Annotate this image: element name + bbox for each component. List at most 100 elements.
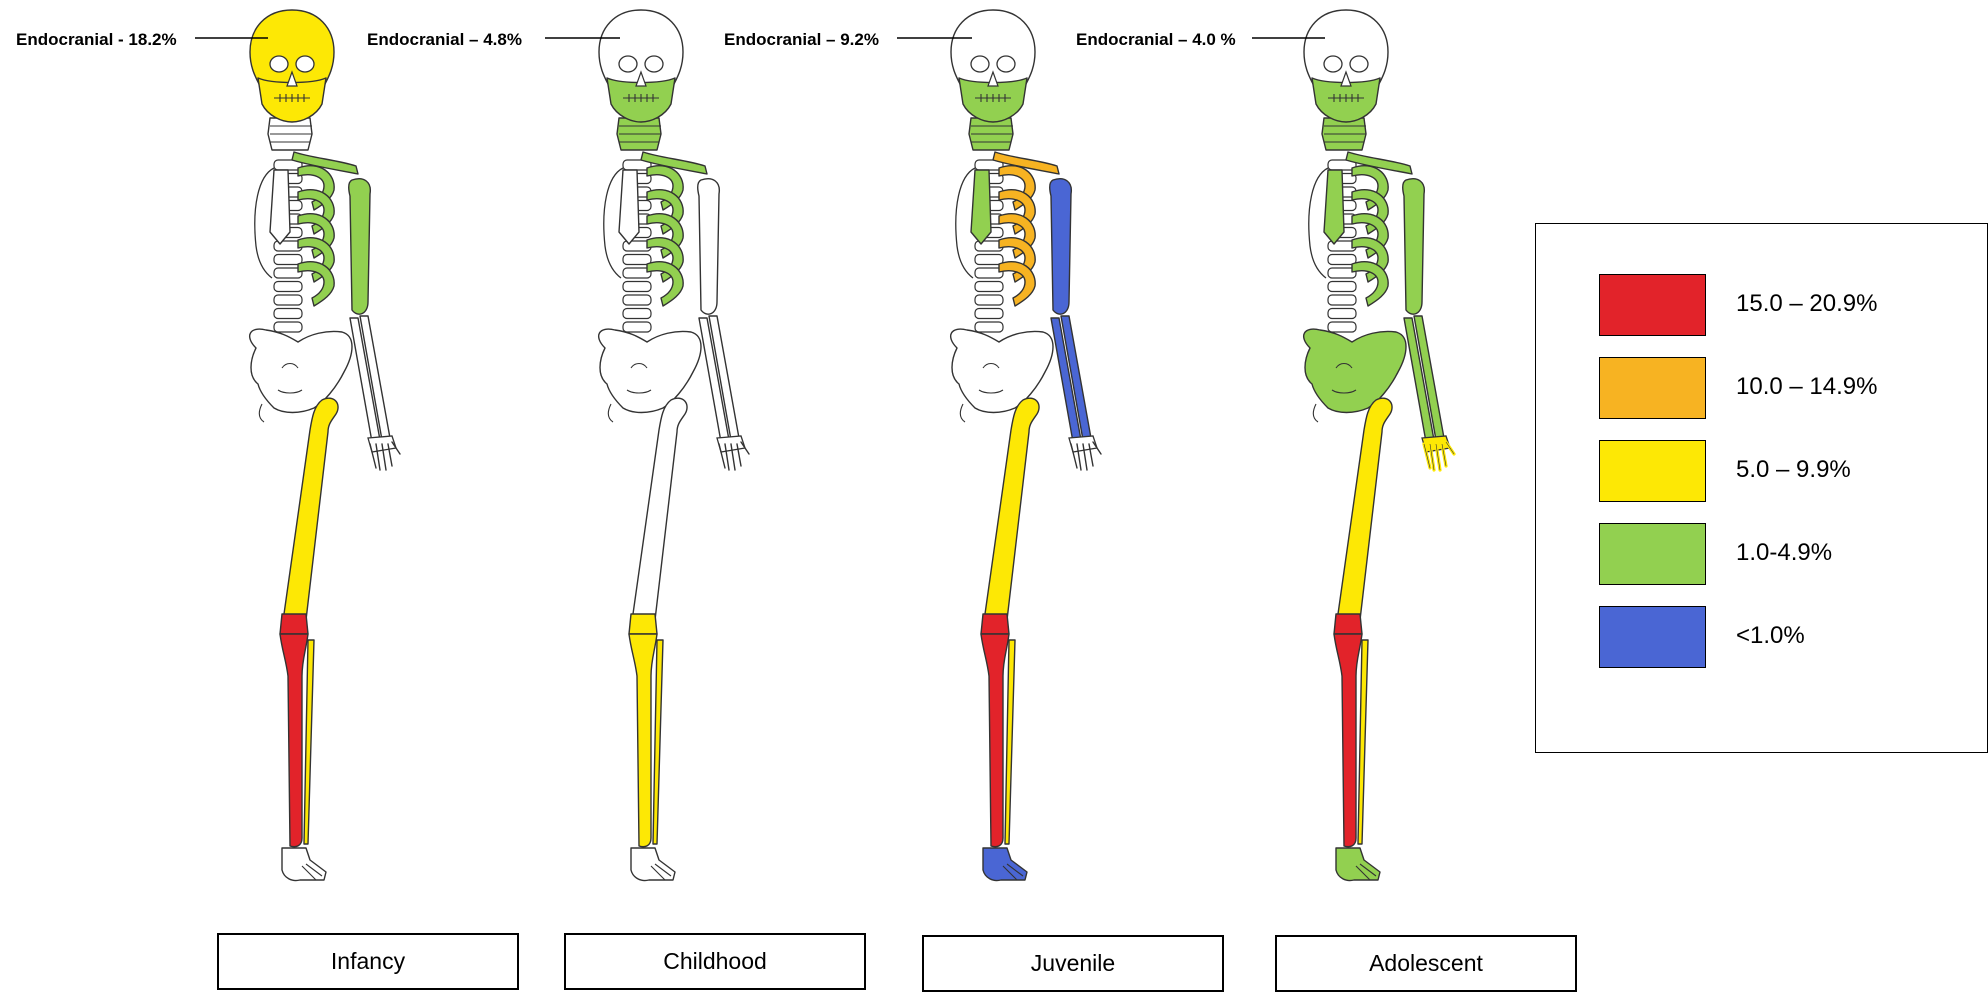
stage-label-text: Juvenile: [1031, 950, 1115, 977]
skeleton-juvenile: [951, 10, 1101, 881]
legend-swatch: [1599, 440, 1706, 502]
eye-socket: [1324, 56, 1342, 72]
vertebra: [274, 322, 302, 332]
vertebra: [975, 309, 1003, 319]
stage-label-text: Adolescent: [1369, 950, 1483, 977]
stage-label-text: Childhood: [663, 948, 767, 975]
rib-bone: [1352, 262, 1388, 306]
pelvis-bone: [1304, 329, 1406, 412]
eye-socket: [971, 56, 989, 72]
skeleton-childhood: [599, 10, 749, 881]
vertebra: [1328, 282, 1356, 292]
rib-bone: [647, 262, 683, 306]
humerus-bone: [1050, 179, 1072, 314]
legend-item: <1.0%: [1599, 606, 1979, 668]
eye-socket: [997, 56, 1015, 72]
ribs: [1352, 166, 1388, 306]
legend-item: 10.0 – 14.9%: [1599, 357, 1979, 419]
vertebra: [975, 295, 1003, 305]
vertebra: [623, 309, 651, 319]
tibia-bone: [981, 634, 1009, 847]
foot-bone: [282, 848, 326, 881]
femur-bone: [1337, 398, 1392, 630]
stage-label-adolescent: Adolescent: [1275, 935, 1577, 992]
humerus-bone: [349, 179, 371, 314]
legend: 15.0 – 20.9% 10.0 – 14.9% 5.0 – 9.9% 1.0…: [1535, 223, 1988, 753]
humerus-bone: [698, 179, 720, 314]
endocranial-label: Endocranial – 4.0 %: [1076, 30, 1236, 49]
ribs: [999, 166, 1035, 306]
eye-socket: [270, 56, 288, 72]
ribs: [647, 166, 683, 306]
vertebra: [623, 282, 651, 292]
vertebra: [975, 322, 1003, 332]
knee-bone: [629, 614, 657, 634]
legend-label: 10.0 – 14.9%: [1736, 373, 1877, 401]
skeleton-infancy: [250, 10, 400, 881]
rib-bone: [298, 262, 334, 306]
stage-label-infancy: Infancy: [217, 933, 519, 990]
legend-swatch: [1599, 606, 1706, 668]
femur-bone: [283, 398, 338, 630]
vertebra: [623, 295, 651, 305]
legend-item: 1.0-4.9%: [1599, 523, 1979, 585]
femur-bone: [984, 398, 1039, 630]
sternum-bone: [1324, 170, 1344, 244]
skeleton-adolescent: [1304, 10, 1454, 881]
ribs: [298, 166, 334, 306]
fibula-bone: [1358, 640, 1368, 844]
vertebra: [975, 282, 1003, 292]
vertebra: [975, 255, 1003, 265]
foot-bone: [631, 848, 675, 881]
pelvis-bone: [250, 329, 352, 412]
vertebra: [274, 282, 302, 292]
foot-bone: [983, 848, 1027, 881]
knee-bone: [1334, 614, 1362, 634]
sternum-bone: [270, 170, 290, 244]
vertebra: [623, 322, 651, 332]
stage-label-childhood: Childhood: [564, 933, 866, 990]
legend-item: 5.0 – 9.9%: [1599, 440, 1979, 502]
stage-label-juvenile: Juvenile: [922, 935, 1224, 992]
vertebra: [1328, 322, 1356, 332]
pelvis-bone: [599, 329, 701, 412]
legend-swatch: [1599, 274, 1706, 336]
eye-socket: [619, 56, 637, 72]
endocranial-label: Endocranial – 9.2%: [724, 30, 879, 49]
rib-bone: [999, 262, 1035, 306]
knee-bone: [981, 614, 1009, 634]
eye-socket: [296, 56, 314, 72]
endocranial-label: Endocranial – 4.8%: [367, 30, 522, 49]
femur-bone: [632, 398, 687, 630]
sternum-bone: [619, 170, 639, 244]
legend-swatch: [1599, 357, 1706, 419]
foot-bone: [1336, 848, 1380, 881]
vertebra: [1328, 309, 1356, 319]
vertebra: [274, 255, 302, 265]
tibia-bone: [629, 634, 657, 847]
vertebra: [623, 255, 651, 265]
pelvis-bone: [951, 329, 1053, 412]
humerus-bone: [1403, 179, 1425, 314]
legend-swatch: [1599, 523, 1706, 585]
legend-label: <1.0%: [1736, 622, 1805, 650]
legend-label: 5.0 – 9.9%: [1736, 456, 1851, 484]
eye-socket: [1350, 56, 1368, 72]
fibula-bone: [653, 640, 663, 844]
legend-item: 15.0 – 20.9%: [1599, 274, 1979, 336]
tibia-bone: [280, 634, 308, 847]
tibia-bone: [1334, 634, 1362, 847]
sternum-bone: [971, 170, 991, 244]
legend-label: 15.0 – 20.9%: [1736, 290, 1877, 318]
eye-socket: [645, 56, 663, 72]
endocranial-label: Endocranial - 18.2%: [16, 30, 177, 49]
knee-bone: [280, 614, 308, 634]
vertebra: [274, 295, 302, 305]
vertebra: [1328, 295, 1356, 305]
legend-label: 1.0-4.9%: [1736, 539, 1832, 567]
vertebra: [1328, 255, 1356, 265]
stage-label-text: Infancy: [331, 948, 405, 975]
fibula-bone: [1005, 640, 1015, 844]
fibula-bone: [304, 640, 314, 844]
vertebra: [274, 309, 302, 319]
